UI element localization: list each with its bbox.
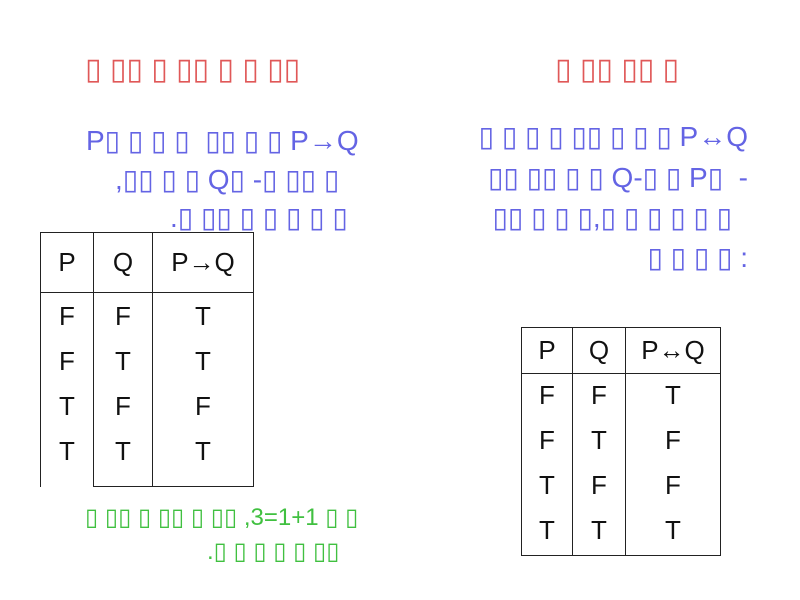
cell: T (591, 425, 607, 455)
cell: F (115, 391, 131, 421)
left-truth-table: P Q P→Q F F T T F T F T T T F T (40, 232, 254, 487)
cell: T (59, 391, 75, 421)
left-paragraph-line-2: ,▯▯ ▯ ▯ Q▯ -▯ ▯▯ ▯ (115, 164, 340, 195)
column-q: F T F T (93, 292, 153, 487)
right-paragraph-line-2: ▯▯ ▯▯ ▯ ▯ Q-▯ ▯ P▯ - (487, 162, 748, 193)
right-title: ▯ ▯▯ ▯▯ ▯ (555, 53, 680, 86)
cell: T (665, 380, 681, 410)
header-p: P (521, 327, 573, 374)
left-paragraph-line-1: P▯ ▯ ▯ ▯ ▯▯ ▯ ▯ P→Q (86, 125, 359, 156)
cell: T (665, 515, 681, 545)
cell: T (115, 436, 131, 466)
left-paragraph-line-3: .▯ ▯▯ ▯ ▯ ▯ ▯ ▯ (170, 202, 348, 233)
cell: F (59, 346, 75, 376)
cell: T (591, 515, 607, 545)
header-p: P (40, 232, 94, 293)
note-line-2: .▯ ▯ ▯ ▯ ▯ ▯▯ (207, 538, 340, 565)
column-p: F F T T (40, 292, 94, 487)
cell: T (539, 515, 555, 545)
cell: T (539, 470, 555, 500)
cell: T (195, 436, 211, 466)
header-implication: P→Q (152, 232, 254, 293)
column-implication: T T F T (152, 292, 254, 487)
cell: T (195, 301, 211, 331)
column-p: F F T T (521, 373, 573, 556)
right-paragraph-line-1: ▯ ▯ ▯ ▯ ▯▯ ▯ ▯ ▯ P↔Q (478, 121, 748, 152)
column-q: F T F T (572, 373, 626, 556)
header-biconditional: P↔Q (625, 327, 721, 374)
note-line-1: ▯ ▯▯ ▯ ▯▯ ▯ ▯▯ ,3=1+1 ▯ ▯ (85, 504, 359, 531)
left-title: ▯ ▯▯ ▯ ▯▯ ▯ ▯ ▯▯ (85, 53, 301, 86)
cell: F (665, 425, 681, 455)
cell: F (591, 380, 607, 410)
header-q: Q (572, 327, 626, 374)
cell: F (59, 301, 75, 331)
column-biconditional: T F F T (625, 373, 721, 556)
cell: F (539, 380, 555, 410)
right-paragraph-line-3: ▯▯ ▯ ▯ ▯,▯ ▯ ▯ ▯ ▯ ▯ (492, 202, 732, 233)
cell: F (665, 470, 681, 500)
right-paragraph-line-4: ▯ ▯ ▯ ▯ : (647, 242, 748, 273)
cell: T (59, 436, 75, 466)
cell: F (195, 391, 211, 421)
cell: T (195, 346, 211, 376)
cell: T (115, 346, 131, 376)
right-truth-table: P Q P↔Q F F T T F T F T T F F T (521, 327, 721, 556)
cell: F (539, 425, 555, 455)
cell: F (591, 470, 607, 500)
cell: F (115, 301, 131, 331)
header-q: Q (93, 232, 153, 293)
